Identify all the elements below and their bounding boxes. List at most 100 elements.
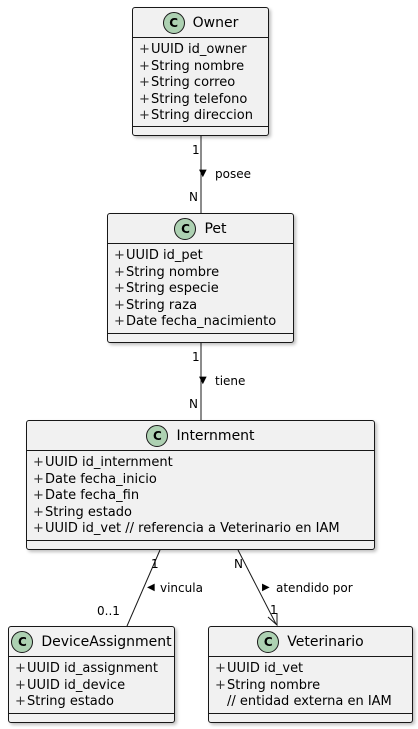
attribute-row: +Date fecha_nacimiento	[114, 314, 287, 331]
attribute-row: +Date fecha_fin	[33, 488, 368, 505]
class-veterinario-header: C Veterinario	[209, 627, 412, 657]
class-icon: C	[174, 217, 197, 240]
visibility-icon: +	[139, 42, 150, 57]
method-separator	[9, 713, 174, 714]
class-name: Owner	[192, 14, 239, 31]
visibility-icon: +	[114, 248, 125, 263]
multiplicity-owner-pet-from: 1	[192, 143, 200, 157]
class-icon: C	[257, 630, 280, 653]
class-pet-header: C Pet	[108, 214, 293, 244]
visibility-icon: +	[33, 521, 44, 536]
method-separator	[108, 333, 293, 334]
class-icon: C	[162, 11, 185, 34]
attribute: String telefono	[151, 91, 248, 107]
arrow-icon: ▼	[199, 168, 207, 179]
attribute-list: +UUID id_internment +Date fecha_inicio +…	[27, 451, 374, 538]
attribute: String especie	[126, 281, 219, 296]
attribute-row: +UUID id_pet	[114, 248, 287, 265]
relation-label-vincula: vincula	[160, 581, 203, 595]
arrow-icon: ◀	[147, 582, 155, 593]
class-name: Veterinario	[287, 633, 364, 650]
attribute: UUID id_vet	[227, 661, 304, 676]
attribute: String estado	[45, 504, 132, 520]
attribute-row: +String direccion	[139, 108, 262, 125]
visibility-icon: +	[15, 661, 26, 676]
class-device-assignment-header: C DeviceAssignment	[9, 627, 174, 657]
relation-label-atendido-por: atendido por	[276, 581, 353, 595]
class-pet[interactable]: C Pet +UUID id_pet +String nombre +Strin…	[107, 213, 294, 343]
multiplicity-internment-vet-to: 1	[270, 603, 278, 617]
attribute: UUID id_owner	[151, 42, 247, 57]
class-name: Internment	[176, 427, 255, 444]
attribute-row: +String raza	[114, 298, 287, 315]
multiplicity-internment-vet-from: N	[234, 557, 243, 571]
attribute-row: +String correo	[139, 75, 262, 92]
attribute-row: +String telefono	[139, 92, 262, 109]
attribute-row: +String nombre	[114, 265, 287, 282]
attribute: UUID id_internment	[45, 455, 173, 470]
class-name: DeviceAssignment	[41, 633, 172, 650]
attribute-row: +String estado	[33, 505, 368, 522]
class-device-assignment[interactable]: C DeviceAssignment +UUID id_assignment +…	[8, 626, 175, 723]
method-separator	[133, 126, 268, 127]
attribute-row: +UUID id_internment	[33, 455, 368, 472]
attribute-list: +UUID id_pet +String nombre +String espe…	[108, 244, 293, 331]
class-internment-header: C Internment	[27, 421, 374, 451]
attribute: String raza	[126, 297, 198, 313]
attribute: UUID id_pet	[126, 248, 203, 263]
attribute-row: +UUID id_vet	[215, 661, 406, 678]
attribute: Date fecha_nacimiento	[126, 314, 277, 329]
attribute: String nombre	[227, 677, 321, 693]
visibility-icon: +	[139, 91, 150, 107]
edge-internment-vet-arrowhead	[267, 613, 278, 627]
edge-internment-vet	[237, 549, 277, 625]
method-separator	[209, 713, 412, 714]
attribute-row: +Date fecha_inicio	[33, 472, 368, 489]
multiplicity-internment-device-to: 0..1	[97, 604, 120, 618]
visibility-icon: +	[114, 264, 125, 280]
attribute-row: +UUID id_vet // referencia a Veterinario…	[33, 521, 368, 538]
attribute: String correo	[151, 75, 236, 90]
attribute: String nombre	[126, 264, 220, 280]
attribute: String estado	[27, 694, 114, 709]
visibility-icon: +	[33, 504, 44, 520]
class-icon: C	[11, 630, 34, 653]
attribute: String nombre	[151, 58, 245, 74]
attribute-list: +UUID id_assignment +UUID id_device +Str…	[9, 657, 174, 711]
attribute: UUID id_vet // referencia a Veterinario …	[45, 521, 340, 536]
visibility-icon: +	[139, 75, 150, 90]
relation-label-posee: posee	[215, 167, 251, 181]
class-name: Pet	[204, 220, 227, 237]
attribute: String direccion	[151, 108, 253, 123]
arrow-icon: ▶	[262, 582, 270, 593]
visibility-icon: +	[33, 488, 44, 503]
class-owner[interactable]: C Owner +UUID id_owner +String nombre +S…	[132, 7, 269, 136]
visibility-icon: +	[15, 677, 26, 693]
relation-label-tiene: tiene	[215, 374, 246, 388]
attribute-list: +UUID id_vet +String nombre // entidad e…	[209, 657, 412, 711]
attribute-row: +String especie	[114, 281, 287, 298]
edge-internment-device	[126, 549, 161, 627]
class-owner-header: C Owner	[133, 8, 268, 38]
arrow-icon: ▼	[199, 375, 207, 386]
attribute-list: +UUID id_owner +String nombre +String co…	[133, 38, 268, 125]
visibility-icon: +	[114, 314, 125, 329]
class-note: // entidad externa en IAM	[227, 694, 392, 709]
visibility-icon: +	[139, 58, 150, 74]
multiplicity-internment-device-from: 1	[151, 557, 159, 571]
class-veterinario[interactable]: C Veterinario +UUID id_vet +String nombr…	[208, 626, 413, 723]
attribute-row: +UUID id_device	[15, 678, 168, 695]
visibility-icon: +	[215, 677, 226, 693]
class-internment[interactable]: C Internment +UUID id_internment +Date f…	[26, 420, 375, 550]
attribute: UUID id_device	[27, 677, 126, 693]
attribute: UUID id_assignment	[27, 661, 158, 676]
visibility-icon: +	[215, 661, 226, 676]
attribute: Date fecha_fin	[45, 488, 140, 503]
class-icon: C	[146, 424, 169, 447]
attribute-row: +String nombre	[215, 678, 406, 695]
visibility-icon: +	[33, 471, 44, 487]
multiplicity-pet-internment-to: N	[189, 397, 198, 411]
method-separator	[27, 540, 374, 541]
visibility-icon: +	[114, 297, 125, 313]
